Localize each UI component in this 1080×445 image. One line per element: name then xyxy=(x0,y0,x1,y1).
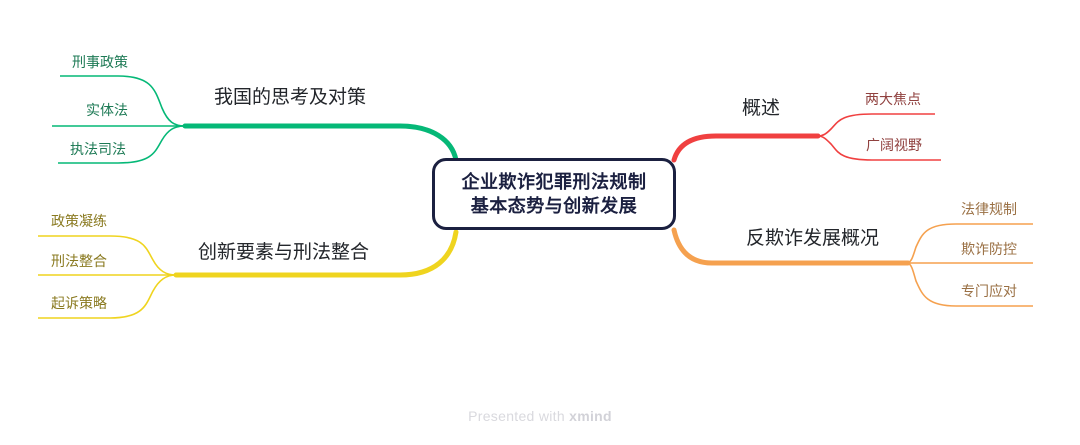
central-topic-line-2: 基本态势与创新发展 xyxy=(470,196,638,216)
subtopic-top-left-1[interactable]: 刑事政策 xyxy=(72,54,128,70)
subtopic-top-right-2[interactable]: 广阔视野 xyxy=(866,137,922,153)
subtopic-bottom-left-1[interactable]: 政策凝练 xyxy=(51,213,107,229)
branch-label-top-right[interactable]: 概述 xyxy=(742,98,781,119)
subtopic-bottom-left-2[interactable]: 刑法整合 xyxy=(51,253,107,269)
subtopic-bottom-right-3[interactable]: 专门应对 xyxy=(961,283,1017,299)
main-line-top-left xyxy=(182,123,459,163)
subtopic-top-left-3[interactable]: 执法司法 xyxy=(70,141,126,157)
subtopic-bottom-left-3[interactable]: 起诉策略 xyxy=(51,295,107,311)
subtopic-bottom-right-2[interactable]: 欺诈防控 xyxy=(961,241,1017,257)
watermark-brand: xmind xyxy=(569,408,612,424)
branch-label-bottom-right[interactable]: 反欺诈发展概况 xyxy=(746,228,880,249)
branch-label-top-left[interactable]: 我国的思考及对策 xyxy=(214,87,367,108)
branch-label-bottom-left[interactable]: 创新要素与刑法整合 xyxy=(198,242,370,263)
central-topic-line-1: 企业欺诈犯罪刑法规制 xyxy=(461,172,647,192)
subtopic-top-left-2[interactable]: 实体法 xyxy=(86,102,128,118)
subtopic-bottom-right-1[interactable]: 法律规制 xyxy=(961,201,1017,217)
sub-line-top-right-1 xyxy=(817,113,935,137)
watermark-prefix: Presented with xyxy=(468,408,570,424)
watermark: Presented with xmind xyxy=(0,408,1080,424)
central-topic[interactable]: 企业欺诈犯罪刑法规制 基本态势与创新发展 xyxy=(432,158,676,230)
subtopic-top-right-1[interactable]: 两大焦点 xyxy=(865,91,921,107)
main-line-top-right xyxy=(671,133,821,163)
